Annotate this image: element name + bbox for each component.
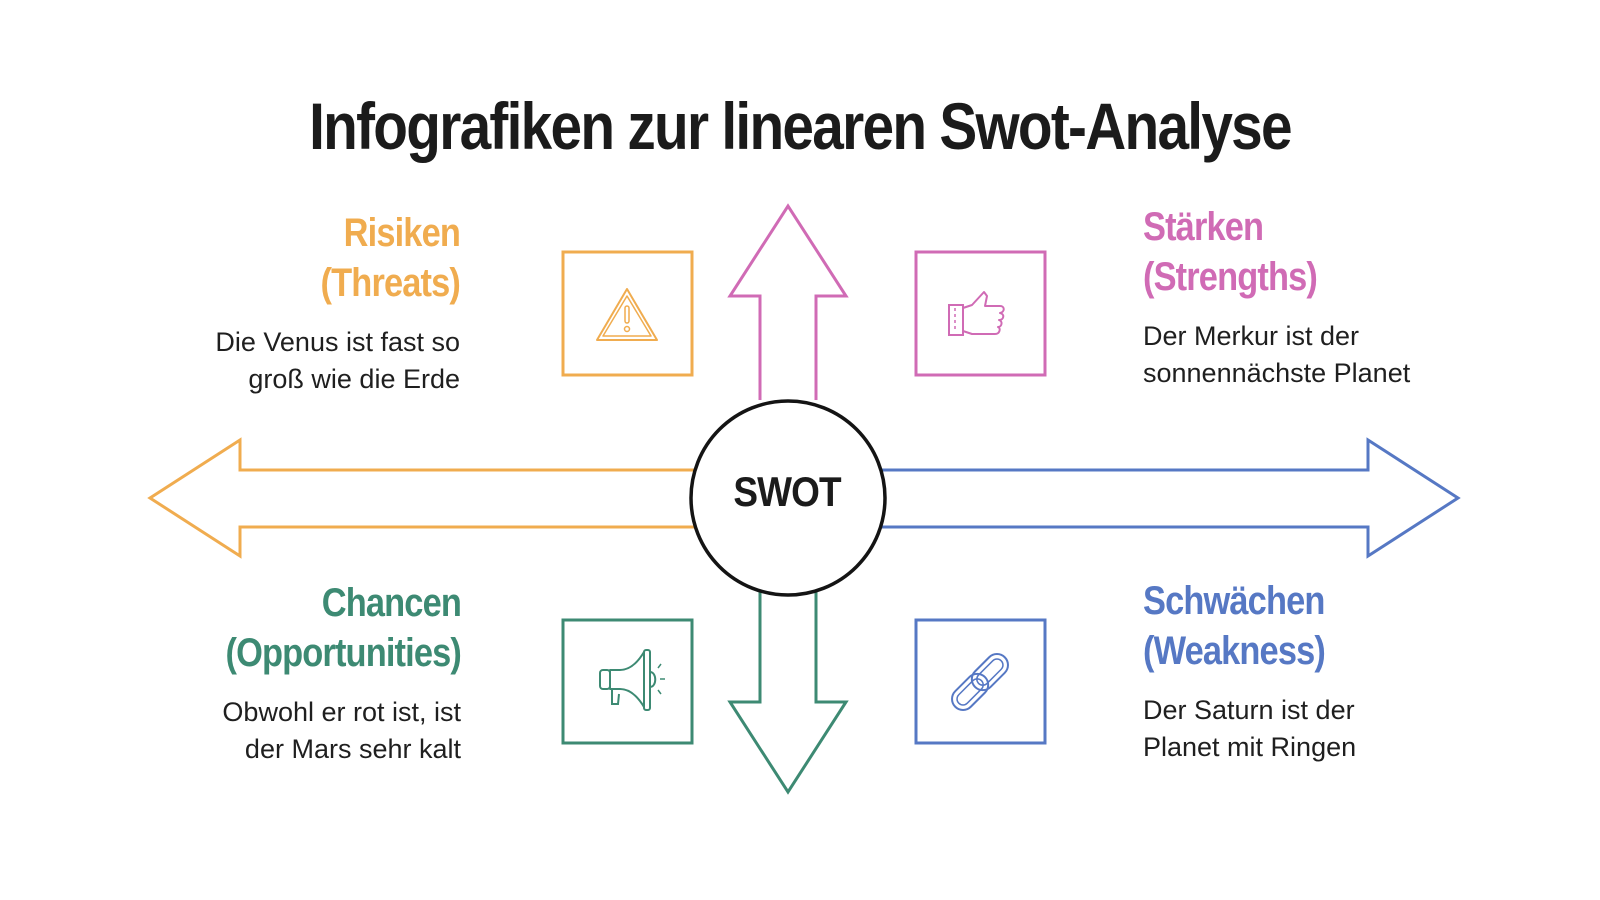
threats-block: Risiken (Threats) Die Venus ist fast so …	[140, 208, 460, 398]
arrow-left	[147, 437, 695, 559]
strengths-desc-line-2: sonnennächste Planet	[1143, 358, 1411, 388]
threats-desc-line-1: Die Venus ist fast so	[215, 327, 460, 357]
opportunities-block: Chancen (Opportunities) Obwohl er rot is…	[141, 578, 461, 768]
chain-link-icon	[914, 618, 1047, 745]
opportunities-desc-line-1: Obwohl er rot ist, ist	[222, 697, 461, 727]
megaphone-icon	[561, 618, 694, 745]
swot-center-circle	[689, 399, 887, 597]
opportunities-title: Chancen	[321, 581, 462, 625]
threats-subtitle: (Threats)	[320, 261, 461, 305]
opportunities-description: Obwohl er rot ist, ist der Mars sehr kal…	[141, 694, 461, 768]
thumbs-up-icon	[914, 250, 1047, 377]
weakness-block: Schwächen (Weakness) Der Saturn ist der …	[1143, 576, 1463, 766]
strengths-desc-line-1: Der Merkur ist der	[1143, 321, 1360, 351]
strengths-description: Der Merkur ist der sonnennächste Planet	[1143, 318, 1463, 392]
weakness-desc-line-1: Der Saturn ist der	[1143, 695, 1355, 725]
warning-triangle-icon	[561, 250, 694, 377]
arrow-down	[727, 592, 849, 795]
weakness-description: Der Saturn ist der Planet mit Ringen	[1143, 692, 1463, 766]
arrow-up	[727, 203, 849, 400]
threats-title: Risiken	[343, 211, 461, 255]
strengths-subtitle: (Strengths)	[1143, 255, 1318, 299]
arrow-right	[881, 437, 1461, 559]
strengths-block: Stärken (Strengths) Der Merkur ist der s…	[1143, 202, 1463, 392]
opportunities-desc-line-2: der Mars sehr kalt	[244, 734, 461, 764]
strengths-title: Stärken	[1143, 205, 1264, 249]
page-title: Infografiken zur linearen Swot-Analyse	[309, 89, 1292, 163]
opportunities-subtitle: (Opportunities)	[225, 631, 461, 675]
weakness-title: Schwächen	[1143, 579, 1325, 623]
swot-center-label: SWOT	[733, 468, 841, 515]
weakness-subtitle: (Weakness)	[1143, 629, 1326, 673]
threats-description: Die Venus ist fast so groß wie die Erde	[140, 324, 460, 398]
weakness-desc-line-2: Planet mit Ringen	[1143, 732, 1357, 762]
threats-desc-line-2: groß wie die Erde	[248, 364, 460, 394]
